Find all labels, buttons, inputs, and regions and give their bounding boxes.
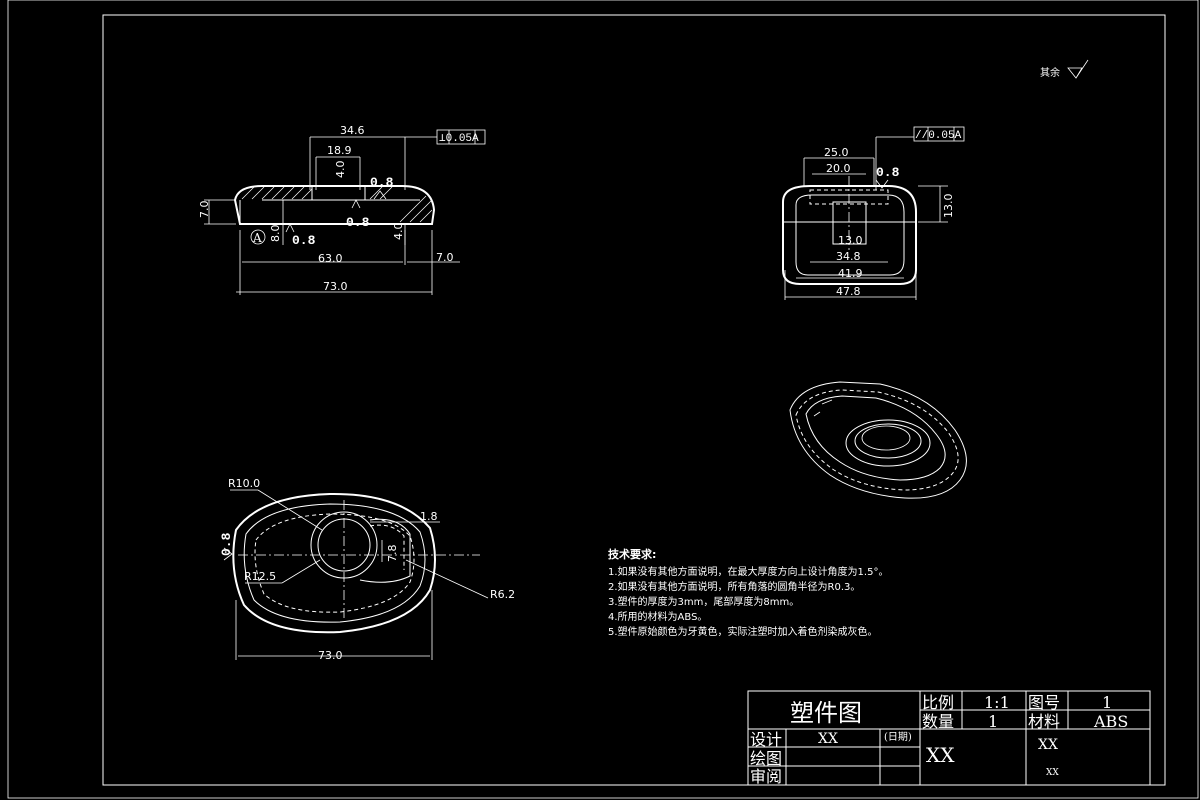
dim-7-0-width: 7.0 [436,251,454,264]
roughness-front-top: 0.8 [370,175,394,190]
draw-label: 绘图 [750,749,782,768]
dim-13-0-height: 13.0 [942,194,955,219]
outer-border [7,0,1199,799]
tech-req-item: 5.塑件原始颜色为牙黄色，实际注塑时加入着色剂染成灰色。 [608,625,878,638]
dim-34-8: 34.8 [836,250,861,263]
right-top-value: XX [1038,737,1058,753]
side-tolerance-frame: //0.05A [915,130,962,142]
roughness-note-label: 其余 [1040,66,1060,79]
quantity-label: 数量 [922,712,954,731]
tech-req-item: 2.如果没有其他方面说明，所有角落的圆角半径为R0.3。 [608,580,860,593]
dim-8-0: 8.0 [269,225,282,243]
dim-r6-2: R6.2 [490,588,515,601]
dim-73-0-front: 73.0 [323,280,348,293]
material-label: 材料 [1028,712,1060,731]
dim-1-8: 1.8 [420,510,438,523]
quantity-value: 1 [988,712,998,731]
title-block: 塑件图 比例 1:1 图号 1 数量 1 材料 ABS 设计 XX (日期) 绘… [747,690,1151,786]
isometric-view [789,381,967,499]
drawing-frame [102,14,1166,786]
dim-r12-5: R12.5 [244,570,276,583]
dim-20-0: 20.0 [826,162,851,175]
roughness-side: 0.8 [876,165,900,180]
dim-73-0-top: 73.0 [318,649,343,662]
drawing-name: 塑件图 [790,699,862,727]
dim-4-0-top: 4.0 [334,161,347,179]
tech-req-item: 3.塑件的厚度为3mm，尾部厚度为8mm。 [608,595,799,608]
right-small-value: XX [1046,768,1059,778]
roughness-front-bottom: 0.8 [292,233,316,248]
drawing-no-label: 图号 [1028,693,1060,712]
company-name: XX [926,743,955,767]
tech-req-item: 1.如果没有其他方面说明，在最大厚度方向上设计角度为1.5°。 [608,565,888,578]
tech-req-title: 技术要求: [608,547,656,561]
material-value: ABS [1093,712,1128,731]
front-tolerance-frame: ⊥0.05A [439,133,479,145]
scale-value: 1:1 [984,693,1010,712]
dim-34-6: 34.6 [340,124,365,137]
tech-req-item: 4.所用的材料为ABS。 [608,610,707,623]
datum-a: A [252,231,262,245]
roughness-top: 0.8 [219,532,234,556]
design-value: XX [818,731,838,747]
technical-requirements: 技术要求: 1.如果没有其他方面说明，在最大厚度方向上设计角度为1.5°。 2.… [608,547,888,638]
front-view: ⊥0.05A 34.6 18.9 4.0 7.0 8.0 4.0 63.0 7.… [198,124,486,295]
date-label: (日期) [884,731,912,743]
dim-25-0: 25.0 [824,146,849,159]
dim-7-0-height: 7.0 [198,201,211,219]
side-view: //0.05A 25.0 20.0 13.0 13.0 34.8 41.9 47… [782,126,965,300]
roughness-front-mid: 0.8 [346,215,370,230]
drawing-no-value: 1 [1102,693,1112,712]
dim-4-0-right: 4.0 [392,223,405,241]
dim-47-8: 47.8 [836,285,861,298]
dim-r10-0: R10.0 [228,477,260,490]
scale-label: 比例 [922,693,954,712]
dim-13-0-width: 13.0 [838,234,863,247]
default-roughness-symbol: 其余 [1040,59,1089,79]
review-label: 审阅 [750,767,782,786]
dim-18-9: 18.9 [327,144,352,157]
dim-41-9: 41.9 [838,267,863,280]
dim-7-8: 7.8 [386,545,399,563]
dim-63-0: 63.0 [318,252,343,265]
design-label: 设计 [750,730,782,749]
top-view: R10.0 1.8 7.8 R12.5 R6.2 73.0 0.8 [219,477,515,662]
